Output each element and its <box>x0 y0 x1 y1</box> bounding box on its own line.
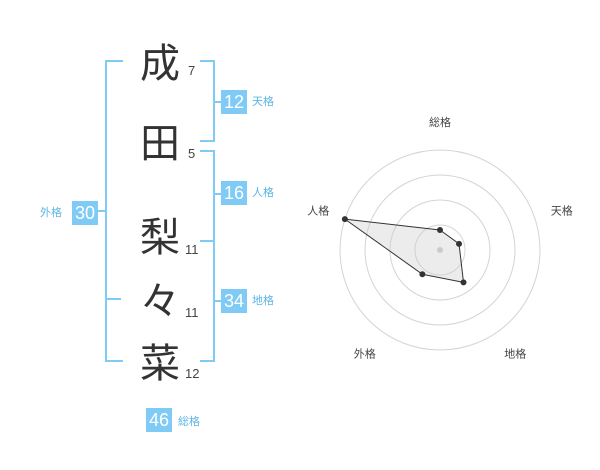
soukaku-value-badge: 46 <box>146 408 173 432</box>
radar-point-5 <box>341 216 348 223</box>
radar-center-dot <box>437 247 443 253</box>
tenkaku-value-badge: 12 <box>221 90 248 114</box>
radar-axis-label-4: 外格 <box>354 347 376 361</box>
chikaku-bracket <box>200 240 215 362</box>
radar-axis-label-5: 人格 <box>307 203 329 217</box>
gaikaku-bracket <box>105 60 123 362</box>
stroke-count-5: 12 <box>185 366 200 381</box>
radar-axis-label-1: 総格 <box>429 115 451 129</box>
jinkaku-label: 人格 <box>252 186 274 199</box>
radar-point-4 <box>419 271 426 278</box>
radar-axis-label-2: 天格 <box>551 203 573 217</box>
stroke-count-1: 7 <box>188 63 196 78</box>
gaikaku-bracket-inner-tick <box>105 298 121 300</box>
name-char-4: 々 <box>140 279 180 325</box>
chikaku-connector <box>215 300 223 302</box>
tenkaku-bracket <box>200 60 215 142</box>
stroke-count-4: 11 <box>185 305 199 320</box>
radar-point-1 <box>437 227 443 233</box>
tenkaku-connector <box>215 101 223 103</box>
gaikaku-value-badge: 30 <box>72 201 99 225</box>
radar-axis-label-3: 地格 <box>504 347 526 361</box>
radar-ring-1 <box>414 224 466 276</box>
radar-ring-2 <box>389 199 491 301</box>
radar-point-2 <box>456 240 463 247</box>
jinkaku-value-badge: 16 <box>221 181 248 205</box>
radar-ring-4 <box>339 149 541 351</box>
stroke-count-2: 5 <box>188 146 196 161</box>
tenkaku-label: 天格 <box>252 95 274 108</box>
name-char-5: 菜 <box>140 341 180 387</box>
radar-value-polygon <box>344 218 465 283</box>
name-char-3: 梨 <box>140 215 180 261</box>
name-char-2: 田 <box>140 121 180 167</box>
gaikaku-connector <box>98 210 106 212</box>
gaikaku-label: 外格 <box>40 206 62 219</box>
stroke-count-3: 11 <box>185 242 199 257</box>
chikaku-label: 地格 <box>252 294 274 307</box>
name-char-1: 成 <box>140 41 180 87</box>
jinkaku-connector <box>215 193 223 195</box>
soukaku-label: 総格 <box>178 415 200 428</box>
radar-ring-3 <box>364 174 516 326</box>
chikaku-value-badge: 34 <box>221 289 248 313</box>
radar-point-3 <box>460 279 467 286</box>
